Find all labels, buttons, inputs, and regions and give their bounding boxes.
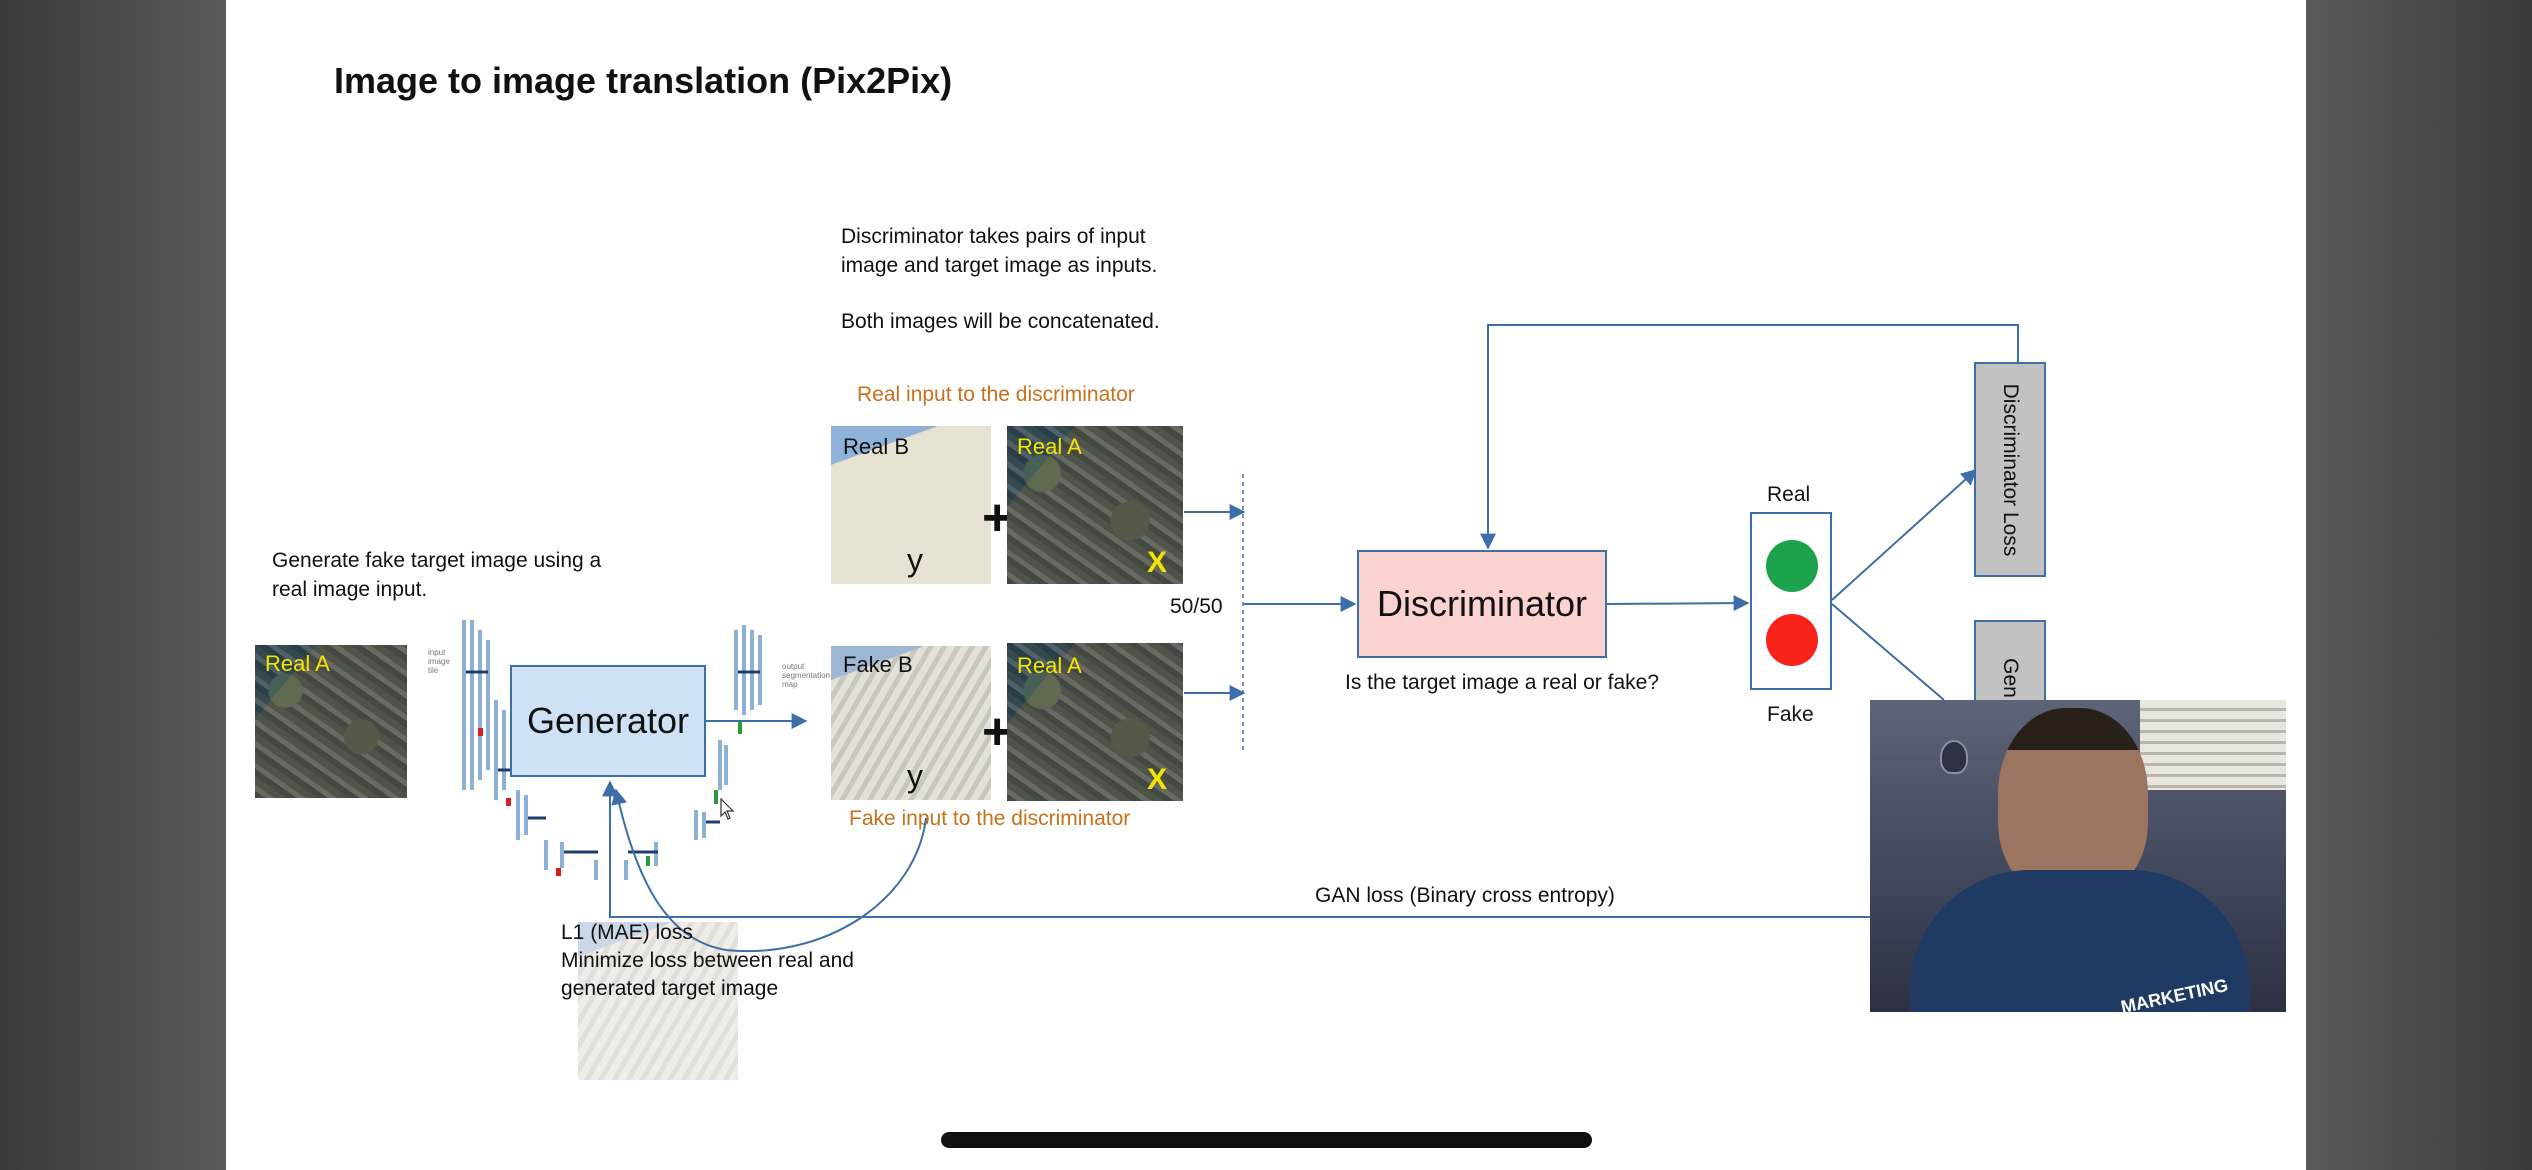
discriminator-box: Discriminator (1357, 550, 1607, 658)
diagram-connectors (462, 324, 2019, 953)
person-shirt (1910, 870, 2250, 1012)
discriminator-question: Is the target image a real or fake? (1345, 671, 1660, 694)
home-indicator-bar[interactable] (941, 1132, 1592, 1148)
fake-input-label: Fake input to the discriminator (849, 807, 1131, 830)
slide-title: Image to image translation (Pix2Pix) (334, 60, 953, 101)
wall-ornament (1940, 740, 1968, 774)
gan-loss-label: GAN loss (Binary cross entropy) (1315, 884, 1615, 907)
discriminator-note: Discriminator takes pairs of input image… (841, 222, 1201, 336)
left-backdrop (0, 0, 226, 1170)
fake-b-image: Fake B y (831, 646, 991, 800)
discriminator-loss-box: Discriminator Loss (1974, 362, 2046, 577)
real-a-top-x-label: X (1147, 546, 1168, 579)
fake-b-y-label: y (907, 758, 923, 794)
generator-box: Generator (510, 665, 706, 777)
real-a-bottom-x-label: X (1147, 763, 1168, 796)
l1-loss-note: L1 (MAE) loss Minimize loss between real… (561, 919, 861, 1003)
unet-input-label: input image tile (428, 648, 450, 675)
webcam-overlay: MARKETING (1870, 700, 2286, 1012)
generate-note: Generate fake target image using a real … (272, 549, 602, 601)
unet-encoder-sketch (462, 620, 762, 880)
ratio-label: 50/50 (1170, 595, 1223, 618)
real-b-y-label: y (907, 542, 923, 578)
right-backdrop (2306, 0, 2532, 1170)
unet-output-label: output segmentation map (782, 662, 831, 689)
window-blinds (2140, 700, 2286, 790)
real-a-input-image: Real A (255, 645, 407, 798)
real-input-label: Real input to the discriminator (857, 383, 1135, 406)
generator-loss-label: Gen (1999, 658, 2022, 698)
l1-loss-title: L1 (MAE) loss (561, 921, 693, 944)
discriminator-note-line1: Discriminator takes pairs of input image… (841, 225, 1158, 277)
real-a-bottom-image: Real A X (1007, 643, 1183, 801)
real-a-top-label: Real A (1017, 434, 1082, 459)
real-label: Real (1767, 483, 1811, 506)
red-light-icon (1766, 614, 1818, 666)
green-light-icon (1766, 540, 1818, 592)
real-b-label: Real B (843, 434, 910, 459)
l1-target-image (578, 922, 738, 1080)
fake-label: Fake (1767, 703, 1814, 726)
discriminator-note-line2: Both images will be concatenated. (841, 310, 1160, 333)
person-head (1998, 708, 2148, 898)
mouse-cursor-icon (720, 798, 735, 820)
fake-b-label: Fake B (843, 652, 913, 677)
discriminator-loss-label: Discriminator Loss (1999, 383, 2022, 556)
slide: Image to image translation (Pix2Pix) Dis… (226, 0, 2306, 1170)
l1-loss-desc: Minimize loss between real and generated… (561, 949, 854, 1000)
real-a-top-image: Real A X (1007, 426, 1183, 584)
real-a-label: Real A (265, 651, 330, 676)
real-b-image: Real B y (831, 426, 991, 584)
traffic-light (1750, 512, 1832, 690)
real-a-bottom-label: Real A (1017, 653, 1082, 678)
